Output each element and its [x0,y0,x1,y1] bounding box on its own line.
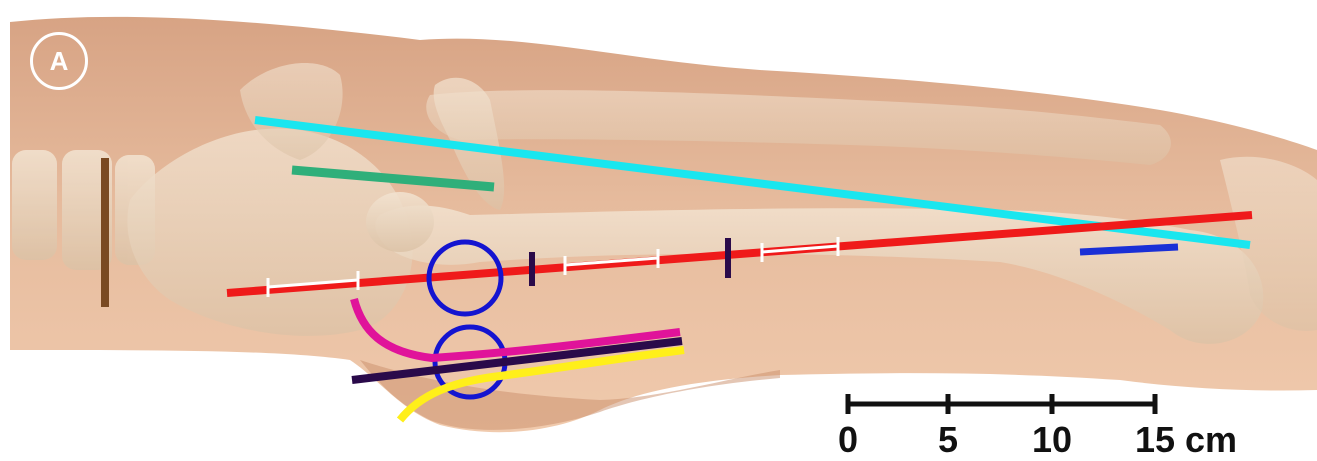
scale-tick-label-5: 5 [938,420,958,460]
scale-tick-label-10: 10 [1032,420,1072,460]
panel-label: A [30,32,88,90]
scale-tick-label-15: 15 [1135,420,1175,460]
scale-unit-label: cm [1185,420,1237,460]
scale-bar [848,394,1155,414]
femoral-head [366,192,434,252]
blue-reference-segment [1080,247,1178,252]
scale-tick-label-0: 0 [838,420,858,460]
